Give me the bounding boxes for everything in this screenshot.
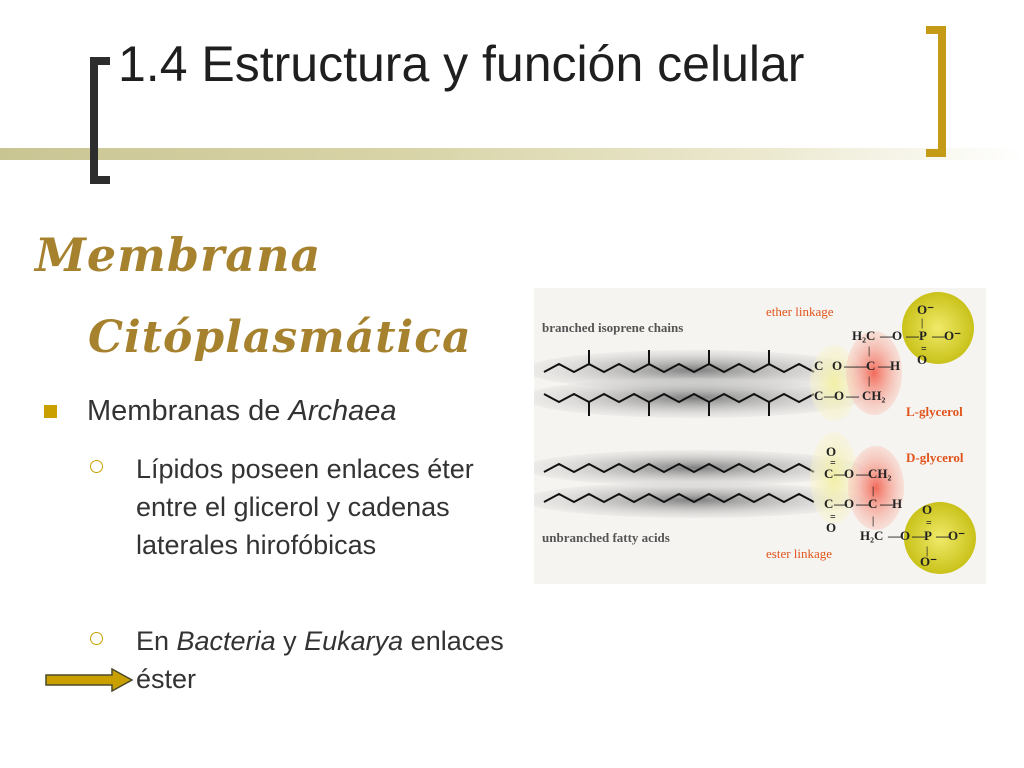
ether-lipid-chemistry: H₂C — O — P — O⁻ O⁻ | O = | O — — C — H … bbox=[814, 302, 961, 403]
svg-text:|: | bbox=[872, 516, 874, 527]
sub-bullet-ether: Lípidos poseen enlaces éter entre el gli… bbox=[90, 450, 506, 564]
svg-text:C: C bbox=[824, 496, 833, 511]
fatty-acid-chains bbox=[543, 462, 815, 504]
sub-bullet-ester: En Bacteria y Eukarya enlaces éster bbox=[90, 622, 506, 698]
svg-text:O: O bbox=[917, 352, 927, 367]
svg-text:—: — bbox=[877, 358, 892, 373]
svg-text:O: O bbox=[826, 444, 836, 459]
svg-text:P: P bbox=[924, 528, 932, 543]
ester-lipid-chemistry: O = C — O — CH₂ C — O — C — H | O = | H₂… bbox=[824, 444, 965, 569]
svg-text:—: — bbox=[935, 528, 950, 543]
svg-text:—: — bbox=[843, 358, 858, 373]
label-ester-linkage: ester linkage bbox=[766, 546, 832, 561]
svg-text:C: C bbox=[814, 358, 823, 373]
heading-citoplasmatica: Citóplasmática bbox=[88, 312, 472, 363]
bottom-chain-shade-1 bbox=[534, 450, 864, 486]
circle-bullet-icon bbox=[90, 460, 103, 473]
svg-text:O⁻: O⁻ bbox=[917, 302, 934, 317]
svg-text:CH₂: CH₂ bbox=[868, 466, 892, 481]
svg-text:|: | bbox=[868, 346, 870, 357]
svg-text:=: = bbox=[830, 458, 836, 469]
svg-text:C: C bbox=[824, 466, 833, 481]
svg-text:—: — bbox=[911, 528, 926, 543]
svg-text:O: O bbox=[892, 328, 902, 343]
bullet-archaea-text: Membranas de Archaea bbox=[87, 395, 397, 427]
svg-text:C: C bbox=[868, 496, 877, 511]
svg-text:—: — bbox=[823, 388, 838, 403]
phosphate-head-top bbox=[902, 292, 974, 364]
right-bracket-decoration bbox=[926, 26, 946, 157]
title-band bbox=[0, 148, 1024, 160]
svg-text:C: C bbox=[814, 388, 823, 403]
svg-text:—: — bbox=[855, 358, 870, 373]
svg-text:P: P bbox=[919, 328, 927, 343]
svg-text:—: — bbox=[879, 328, 894, 343]
svg-text:O: O bbox=[826, 520, 836, 535]
l-glycerol-shade bbox=[846, 331, 902, 415]
ether-linkage-shade bbox=[810, 345, 858, 421]
svg-text:O: O bbox=[844, 496, 854, 511]
svg-text:CH₂: CH₂ bbox=[862, 388, 886, 403]
svg-text:—: — bbox=[845, 388, 860, 403]
svg-text:H: H bbox=[892, 496, 902, 511]
svg-text:O⁻: O⁻ bbox=[920, 554, 937, 569]
svg-text:O⁻: O⁻ bbox=[948, 528, 965, 543]
top-chain-shade-2 bbox=[534, 378, 864, 418]
circle-bullet-icon bbox=[90, 632, 103, 645]
svg-text:O: O bbox=[900, 528, 910, 543]
svg-text:|: | bbox=[868, 376, 870, 387]
svg-text:—: — bbox=[833, 466, 848, 481]
slide-title: 1.4 Estructura y función celular bbox=[118, 36, 805, 92]
heading-membrana: Membrana bbox=[35, 228, 322, 282]
ester-linkage-shade bbox=[810, 432, 858, 524]
svg-text:—: — bbox=[931, 328, 946, 343]
svg-text:=: = bbox=[926, 518, 932, 529]
svg-text:O: O bbox=[844, 466, 854, 481]
label-ether-linkage: ether linkage bbox=[766, 304, 834, 319]
svg-text:O: O bbox=[922, 502, 932, 517]
svg-text:H₂C: H₂C bbox=[860, 528, 883, 543]
svg-text:H₂C: H₂C bbox=[852, 328, 875, 343]
label-l-glycerol: L-glycerol bbox=[906, 404, 963, 419]
sub-bullet-ether-text: Lípidos poseen enlaces éter entre el gli… bbox=[136, 454, 474, 560]
sub-bullet-ester-text: En Bacteria y Eukarya enlaces éster bbox=[136, 626, 504, 694]
isoprene-chains bbox=[543, 350, 815, 416]
label-branched-isoprene: branched isoprene chains bbox=[542, 320, 683, 335]
svg-text:H: H bbox=[890, 358, 900, 373]
lipid-structure-figure: branched isoprene chains unbranched fatt… bbox=[534, 288, 986, 584]
svg-text:O⁻: O⁻ bbox=[944, 328, 961, 343]
svg-text:=: = bbox=[830, 512, 836, 523]
svg-text:—: — bbox=[887, 528, 902, 543]
svg-text:C: C bbox=[866, 358, 875, 373]
d-glycerol-shade bbox=[848, 446, 904, 530]
arrow-right-icon bbox=[45, 668, 134, 692]
svg-text:—: — bbox=[833, 496, 848, 511]
svg-text:—: — bbox=[905, 328, 920, 343]
svg-text:O: O bbox=[834, 388, 844, 403]
left-bracket-decoration bbox=[90, 57, 110, 184]
svg-text:=: = bbox=[921, 344, 927, 355]
phosphate-head-bottom bbox=[904, 502, 976, 574]
svg-text:|: | bbox=[921, 318, 923, 329]
svg-text:—: — bbox=[879, 496, 894, 511]
label-d-glycerol: D-glycerol bbox=[906, 450, 964, 465]
label-unbranched-fatty-acids: unbranched fatty acids bbox=[542, 530, 670, 545]
svg-text:—: — bbox=[855, 496, 870, 511]
svg-text:|: | bbox=[926, 546, 928, 557]
square-bullet-icon bbox=[44, 405, 57, 418]
bullet-archaea: Membranas de Archaea bbox=[44, 395, 397, 428]
svg-text:O: O bbox=[832, 358, 842, 373]
svg-text:|: | bbox=[872, 486, 874, 497]
svg-text:—: — bbox=[855, 466, 870, 481]
